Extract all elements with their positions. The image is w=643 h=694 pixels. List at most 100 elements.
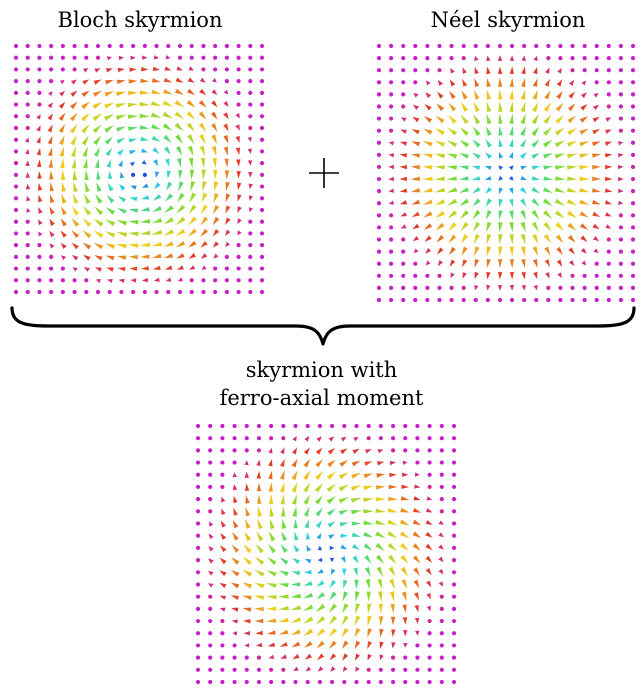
combined-spin-arrow bbox=[303, 494, 311, 505]
bloch-spin-arrow bbox=[13, 254, 19, 259]
neel-spin-arrow bbox=[604, 200, 613, 205]
combined-spin-arrow bbox=[220, 448, 225, 453]
neel-spin-arrow bbox=[520, 175, 528, 181]
combined-spin-arrow bbox=[402, 604, 407, 614]
combined-spin-arrow bbox=[390, 436, 396, 441]
neel-spin-arrow bbox=[520, 233, 526, 245]
combined-spin-arrow bbox=[257, 494, 262, 505]
neel-spin-arrow bbox=[606, 68, 611, 73]
combined-spin-arrow bbox=[280, 493, 285, 505]
neel-spin-arrow bbox=[473, 113, 481, 125]
neel-spin-arrow bbox=[509, 198, 514, 208]
neel-spin-arrow bbox=[618, 261, 623, 266]
neel-spin-arrow bbox=[567, 115, 577, 124]
neel-spin-arrow bbox=[425, 260, 431, 266]
combined-spin-arrow bbox=[354, 653, 361, 661]
bloch-spin-arrow bbox=[82, 146, 89, 158]
bloch-spin-arrow bbox=[37, 43, 42, 49]
neel-spin-arrow bbox=[593, 248, 599, 254]
neel-spin-arrow bbox=[486, 113, 492, 125]
bloch-spin-arrow bbox=[259, 90, 265, 95]
neel-spin-arrow bbox=[486, 246, 492, 257]
combined-spin-arrow bbox=[232, 436, 237, 441]
combined-spin-arrow bbox=[415, 423, 420, 429]
neel-spin-arrow bbox=[411, 141, 421, 147]
bloch-spin-arrow bbox=[69, 123, 78, 134]
neel-spin-arrow bbox=[498, 77, 503, 87]
bloch-spin-arrow bbox=[236, 90, 241, 95]
combined-spin-arrow bbox=[451, 436, 457, 441]
combined-spin-arrow bbox=[341, 627, 349, 638]
combined-spin-arrow bbox=[367, 628, 373, 638]
combined-spin-arrow bbox=[231, 557, 240, 565]
bloch-spin-arrow bbox=[37, 289, 42, 295]
neel-spin-arrow bbox=[389, 285, 394, 290]
neel-spin-arrow bbox=[485, 139, 492, 148]
bloch-spin-arrow bbox=[198, 111, 207, 120]
combined-spin-arrow bbox=[317, 653, 325, 661]
bloch-spin-arrow bbox=[106, 267, 114, 272]
neel-spin-arrow bbox=[509, 285, 515, 291]
bloch-spin-arrow bbox=[96, 182, 102, 192]
neel-spin-arrow bbox=[449, 246, 456, 256]
bloch-spin-arrow bbox=[60, 242, 67, 249]
combined-spin-arrow bbox=[266, 606, 277, 612]
combined-spin-arrow bbox=[232, 483, 238, 491]
combined-spin-arrow bbox=[233, 507, 238, 516]
combined-spin-arrow bbox=[231, 619, 238, 624]
bloch-spin-arrow bbox=[139, 218, 151, 224]
bloch-spin-arrow bbox=[59, 90, 65, 97]
combined-spin-arrow bbox=[329, 579, 337, 588]
neel-spin-arrow bbox=[520, 101, 526, 113]
neel-spin-arrow bbox=[437, 91, 444, 99]
bloch-spin-arrow bbox=[108, 170, 113, 180]
combined-spin-arrow bbox=[256, 459, 261, 466]
combined-spin-arrow bbox=[244, 471, 249, 478]
bloch-spin-arrow bbox=[71, 242, 79, 250]
neel-spin-arrow bbox=[447, 210, 458, 219]
combined-spin-arrow bbox=[438, 581, 444, 587]
combined-spin-arrow bbox=[220, 460, 225, 465]
bloch-spin-arrow bbox=[83, 267, 90, 272]
combined-spin-arrow bbox=[305, 666, 312, 672]
combined-spin-arrow bbox=[303, 482, 311, 493]
bloch-spin-arrow bbox=[248, 289, 253, 295]
bloch-spin-arrow bbox=[69, 112, 78, 122]
neel-spin-arrow bbox=[509, 246, 514, 257]
combined-spin-arrow bbox=[402, 617, 408, 625]
bloch-spin-arrow bbox=[259, 243, 265, 248]
neel-spin-arrow bbox=[582, 43, 587, 49]
neel-spin-arrow bbox=[520, 126, 527, 137]
bloch-spin-arrow bbox=[202, 180, 207, 192]
bloch-spin-arrow bbox=[190, 180, 196, 192]
bloch-spin-arrow bbox=[60, 255, 67, 261]
bloch-spin-arrow bbox=[259, 254, 265, 259]
bloch-spin-arrow bbox=[96, 170, 101, 180]
combined-spin-arrow bbox=[195, 509, 201, 514]
neel-spin-arrow bbox=[570, 68, 575, 73]
neel-spin-arrow bbox=[591, 188, 602, 193]
neel-spin-arrow bbox=[474, 246, 480, 257]
combined-spin-arrow bbox=[242, 595, 252, 601]
combined-spin-arrow bbox=[439, 667, 444, 672]
combined-spin-arrow bbox=[328, 603, 338, 613]
neel-spin-arrow bbox=[570, 297, 575, 303]
bloch-spin-arrow bbox=[129, 161, 136, 167]
neel-spin-arrow bbox=[474, 89, 480, 100]
bloch-spin-arrow bbox=[129, 67, 137, 72]
combined-spin-arrow bbox=[327, 521, 336, 528]
neel-spin-arrow bbox=[399, 176, 408, 182]
bloch-spin-arrow bbox=[13, 184, 19, 189]
combined-spin-arrow bbox=[427, 655, 432, 660]
bloch-spin-arrow bbox=[201, 265, 207, 270]
bloch-spin-arrow bbox=[177, 192, 185, 203]
combined-spin-arrow bbox=[221, 508, 226, 516]
bloch-spin-arrow bbox=[93, 230, 104, 239]
bloch-spin-arrow bbox=[175, 228, 186, 237]
neel-spin-arrow bbox=[618, 249, 623, 254]
neel-spin-arrow bbox=[423, 223, 433, 230]
neel-spin-arrow bbox=[606, 43, 611, 49]
combined-spin-arrow bbox=[403, 448, 408, 453]
bloch-spin-arrow bbox=[13, 289, 19, 295]
combined-spin-arrow bbox=[366, 667, 371, 672]
